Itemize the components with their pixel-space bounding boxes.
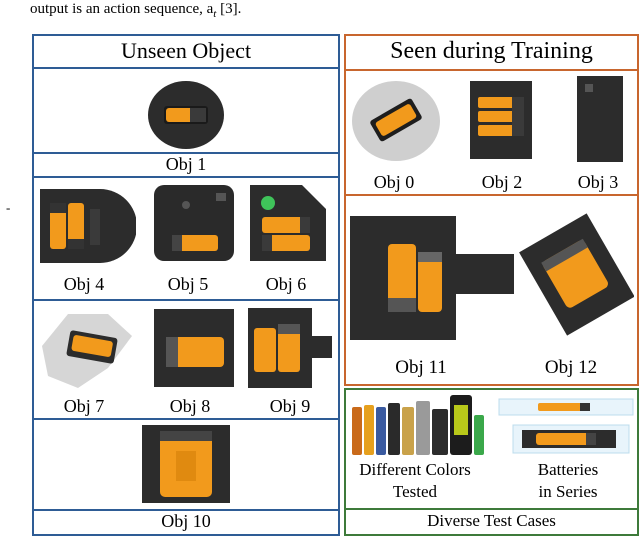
margin-mark: - <box>6 200 11 215</box>
obj-6-label: Obj 6 <box>265 274 307 294</box>
seen-training-title: Seen during Training <box>390 38 593 64</box>
obj-4-image <box>38 187 136 265</box>
series-caption-line-2: in Series <box>538 482 598 501</box>
obj-9-label: Obj 9 <box>269 396 311 416</box>
divider <box>32 509 340 511</box>
obj-10-label: Obj 10 <box>161 511 211 531</box>
unseen-object-title: Unseen Object <box>120 38 252 63</box>
obj-11-label: Obj 11 <box>395 357 447 378</box>
divider <box>32 176 340 178</box>
obj-0-label: Obj 0 <box>373 172 415 192</box>
obj-5-label: Obj 5 <box>167 274 209 294</box>
obj-0-image <box>350 80 442 162</box>
divider <box>32 299 340 301</box>
obj-12-label: Obj 12 <box>544 357 598 378</box>
divider <box>344 508 639 510</box>
obj-8-label: Obj 8 <box>169 396 211 416</box>
obj-2-image <box>468 79 534 161</box>
obj-1-label: Obj 1 <box>165 154 207 174</box>
colors-caption-line-2: Tested <box>392 482 438 501</box>
obj-7-label: Obj 7 <box>63 396 105 416</box>
divider <box>32 418 340 420</box>
header-subscript: t <box>213 8 217 20</box>
series-batteries-bottom-image <box>512 424 630 454</box>
obj-4-label: Obj 4 <box>63 274 105 294</box>
header-text: output is an action sequence, at [3]. <box>30 0 241 23</box>
seen-training-panel <box>344 34 639 386</box>
obj-8-image <box>152 307 236 389</box>
divider <box>32 67 340 69</box>
obj-7-image <box>38 306 136 392</box>
series-batteries-top-image <box>498 398 634 416</box>
battery-colors-image <box>350 391 486 457</box>
colors-caption-line-1: Different Colors <box>359 460 471 479</box>
test-cases-footer: Diverse Test Cases <box>427 511 556 530</box>
obj-1-image <box>146 79 226 151</box>
header-sentence: output is an action sequence, a <box>30 1 214 17</box>
divider <box>344 69 639 71</box>
series-caption-line-1: Batteries <box>537 460 599 479</box>
obj-3-image <box>575 74 625 164</box>
obj-2-label: Obj 2 <box>481 172 523 192</box>
divider <box>344 194 639 196</box>
obj-12-image <box>518 213 634 337</box>
obj-11-image <box>348 214 516 342</box>
obj-6-image <box>246 181 328 265</box>
obj-3-label: Obj 3 <box>577 172 619 192</box>
obj-5-image <box>152 183 236 263</box>
divider <box>32 152 340 154</box>
obj-9-image <box>246 306 334 390</box>
header-citation: [3]. <box>216 1 242 17</box>
obj-10-image <box>140 423 232 505</box>
